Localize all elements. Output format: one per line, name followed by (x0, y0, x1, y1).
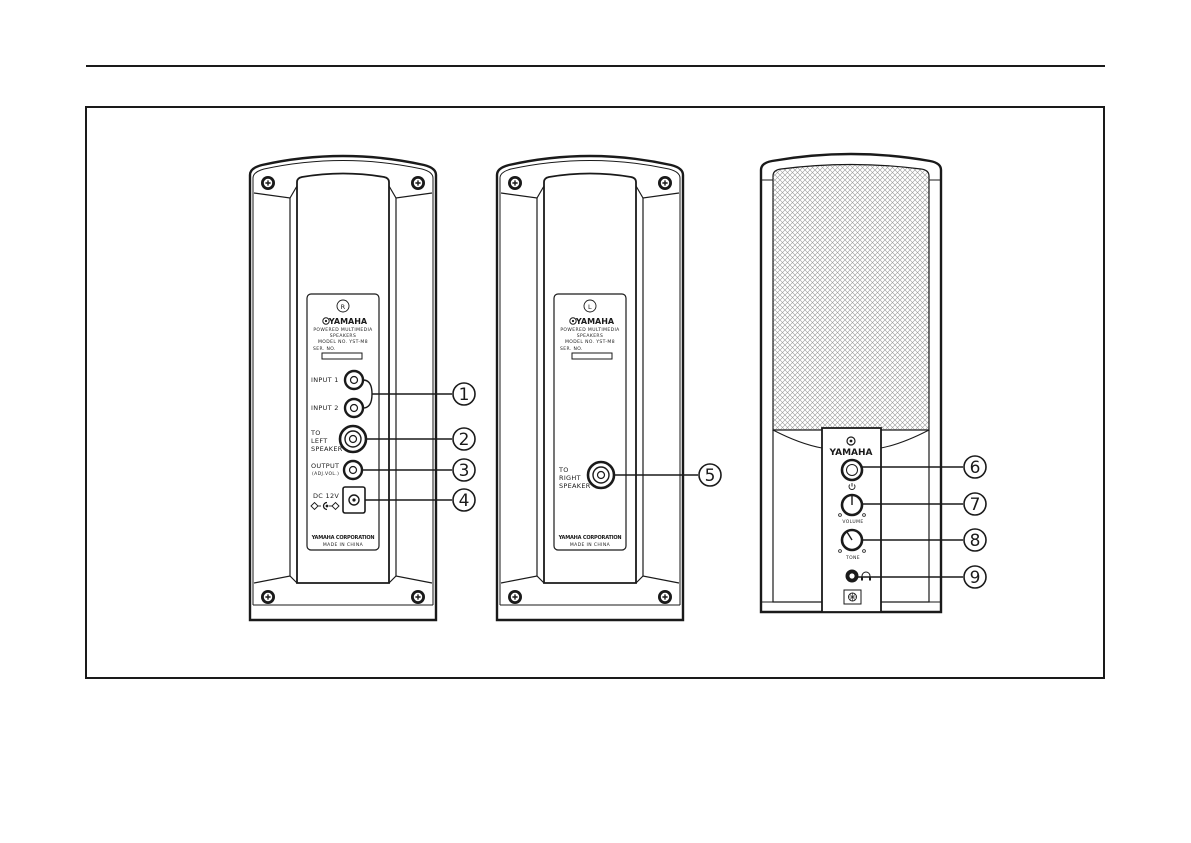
to-left-speaker-jack (338, 424, 368, 454)
callout-9: 9 (963, 565, 987, 589)
callout-number: 9 (970, 568, 981, 588)
callout-6: 6 (963, 455, 987, 479)
screw-icon (260, 589, 276, 605)
made-in-label: MADE IN CHINA (570, 542, 611, 548)
callout-4: 4 (452, 488, 476, 512)
serial-plate (321, 352, 363, 360)
to-left-line2: LEFT (311, 437, 328, 445)
product-line2: SPEAKERS (577, 333, 603, 339)
tone-knob (838, 528, 866, 553)
speaker-front: YAMAHA VOLUME TONE (759, 152, 963, 614)
yamaha-logo-icon (569, 317, 577, 325)
screw-icon (507, 175, 523, 191)
serial-label: SER. NO. (313, 346, 336, 352)
callout-number: 8 (970, 531, 981, 551)
output-jack (342, 459, 364, 481)
headphone-jack (845, 569, 859, 583)
product-line1: POWERED MULTIMEDIA (313, 327, 373, 333)
model-label: MODEL NO. YST-M8 (565, 339, 615, 345)
input2-label: INPUT 2 (311, 404, 339, 412)
callout-5: 5 (698, 463, 722, 487)
power-icon (848, 483, 856, 490)
serial-label: SER. NO. (560, 346, 583, 352)
to-right-line2: RIGHT (559, 474, 581, 482)
product-line1: POWERED MULTIMEDIA (560, 327, 620, 333)
to-right-speaker-jack (586, 460, 616, 490)
callout-8: 8 (963, 528, 987, 552)
callout-7: 7 (963, 492, 987, 516)
channel-mark-r: R (341, 303, 346, 311)
output-label: OUTPUT (311, 462, 339, 470)
rear-connector-panel (306, 293, 380, 551)
brand-label: YAMAHA (575, 317, 615, 326)
right-speaker-rear: R YAMAHA POWERED MULTIMEDIA SPEAKERS MOD… (248, 154, 452, 622)
to-right-line1: TO (558, 466, 569, 474)
channel-mark-icon: R (336, 299, 350, 313)
left-speaker-rear: L YAMAHA POWERED MULTIMEDIA SPEAKERS MOD… (495, 154, 698, 622)
tone-label: TONE (845, 555, 860, 561)
screw-icon (410, 589, 426, 605)
to-left-line3: SPEAKER (311, 445, 343, 453)
callout-number: 4 (459, 491, 470, 511)
output-sub-label: (ADJ.VOL.) (312, 471, 339, 477)
callout-number: 1 (459, 385, 470, 405)
input2-jack (343, 397, 365, 419)
callout-number: 7 (970, 495, 981, 515)
screw-icon (657, 175, 673, 191)
dc-polarity-icon (310, 501, 340, 511)
yamaha-logo-icon (846, 436, 856, 446)
input1-jack (343, 369, 365, 391)
corporation-label: YAMAHA CORPORATION (558, 535, 622, 541)
to-right-line3: SPEAKER (559, 482, 591, 490)
screw-icon (260, 175, 276, 191)
callout-number: 2 (459, 430, 470, 450)
dc-label: DC 12V (313, 492, 339, 500)
callout-1: 1 (452, 382, 476, 406)
front-badge-icon (843, 589, 862, 605)
model-label: MODEL NO. YST-M8 (318, 339, 368, 345)
callout-number: 5 (705, 466, 716, 486)
front-brand-label: YAMAHA (828, 448, 872, 458)
serial-plate (571, 352, 613, 360)
screw-icon (657, 589, 673, 605)
figure-frame (85, 106, 1105, 679)
screw-icon (410, 175, 426, 191)
made-in-label: MADE IN CHINA (323, 542, 364, 548)
input1-label: INPUT 1 (311, 376, 339, 384)
dc-power-jack (342, 486, 366, 514)
volume-knob (838, 493, 866, 517)
to-left-line1: TO (310, 429, 321, 437)
callout-number: 6 (970, 458, 981, 478)
callout-number: 3 (459, 461, 470, 481)
product-line2: SPEAKERS (330, 333, 356, 339)
callout-2: 2 (452, 427, 476, 451)
yamaha-logo-icon (322, 317, 330, 325)
callout-3: 3 (452, 458, 476, 482)
power-button (840, 458, 864, 482)
volume-label: VOLUME (842, 519, 863, 525)
speaker-grille (772, 163, 930, 431)
brand-label: YAMAHA (328, 317, 368, 326)
screw-icon (507, 589, 523, 605)
channel-mark-l: L (588, 303, 592, 311)
channel-mark-icon: L (583, 299, 597, 313)
headphone-icon (861, 571, 871, 581)
corporation-label: YAMAHA CORPORATION (311, 535, 375, 541)
